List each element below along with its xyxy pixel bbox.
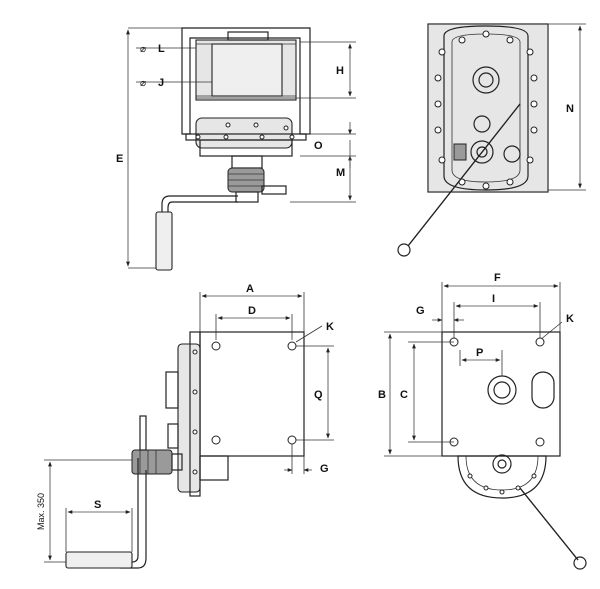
label-E: E [116, 153, 123, 165]
label-I: I [492, 293, 495, 305]
side-view-bottom-left: A D K Q G [36, 283, 334, 569]
label-P: P [476, 347, 483, 359]
shaft-collar [231, 155, 263, 169]
label-B: B [378, 389, 386, 401]
diameter-symbol-J: ⌀ [140, 78, 146, 89]
label-H: H [336, 65, 344, 77]
side-drum-end [165, 371, 179, 409]
lower-gear-cover [457, 455, 547, 499]
slot-hole [531, 371, 555, 409]
direction-indicator [453, 143, 467, 161]
label-J: J [158, 77, 164, 89]
label-G: G [320, 463, 329, 475]
drum-core [211, 43, 283, 97]
diameter-symbol-L: ⌀ [140, 44, 146, 55]
label-M: M [336, 167, 345, 179]
label-max-350: Max. 350 [36, 493, 46, 530]
label-K: K [326, 321, 334, 333]
crank-handle [155, 211, 173, 271]
shaft-end [235, 191, 259, 203]
lock-pin [261, 185, 287, 195]
middle-hub [473, 115, 491, 133]
label-F: F [494, 272, 501, 284]
crank-hub [470, 140, 494, 164]
label-D: D [248, 305, 256, 317]
brake-pin [139, 415, 147, 451]
label-L: L [158, 43, 165, 55]
label-S: S [94, 499, 101, 511]
label-Q: Q [314, 389, 323, 401]
label-O: O [314, 140, 323, 152]
label-A: A [246, 283, 254, 295]
crank-knob [397, 243, 411, 257]
front-view-bottom-right: F I G K P B C [378, 272, 587, 570]
crank-arm [161, 195, 238, 222]
plate-center-hub [487, 375, 517, 405]
front-crank-knob [573, 556, 587, 570]
label-C: C [400, 389, 408, 401]
label-N: N [566, 103, 574, 115]
bracket-frame [181, 27, 311, 135]
gear-cover-oval [443, 25, 529, 191]
side-crank-handle [65, 551, 133, 569]
label-G2: G [416, 305, 425, 317]
gear-housing [195, 117, 293, 149]
drum-top-hub [227, 31, 269, 41]
side-view-top-left: E ⌀ L [116, 27, 356, 271]
label-K2: K [566, 313, 574, 325]
front-view-top-right: N [397, 23, 586, 257]
upper-hub [472, 66, 500, 94]
